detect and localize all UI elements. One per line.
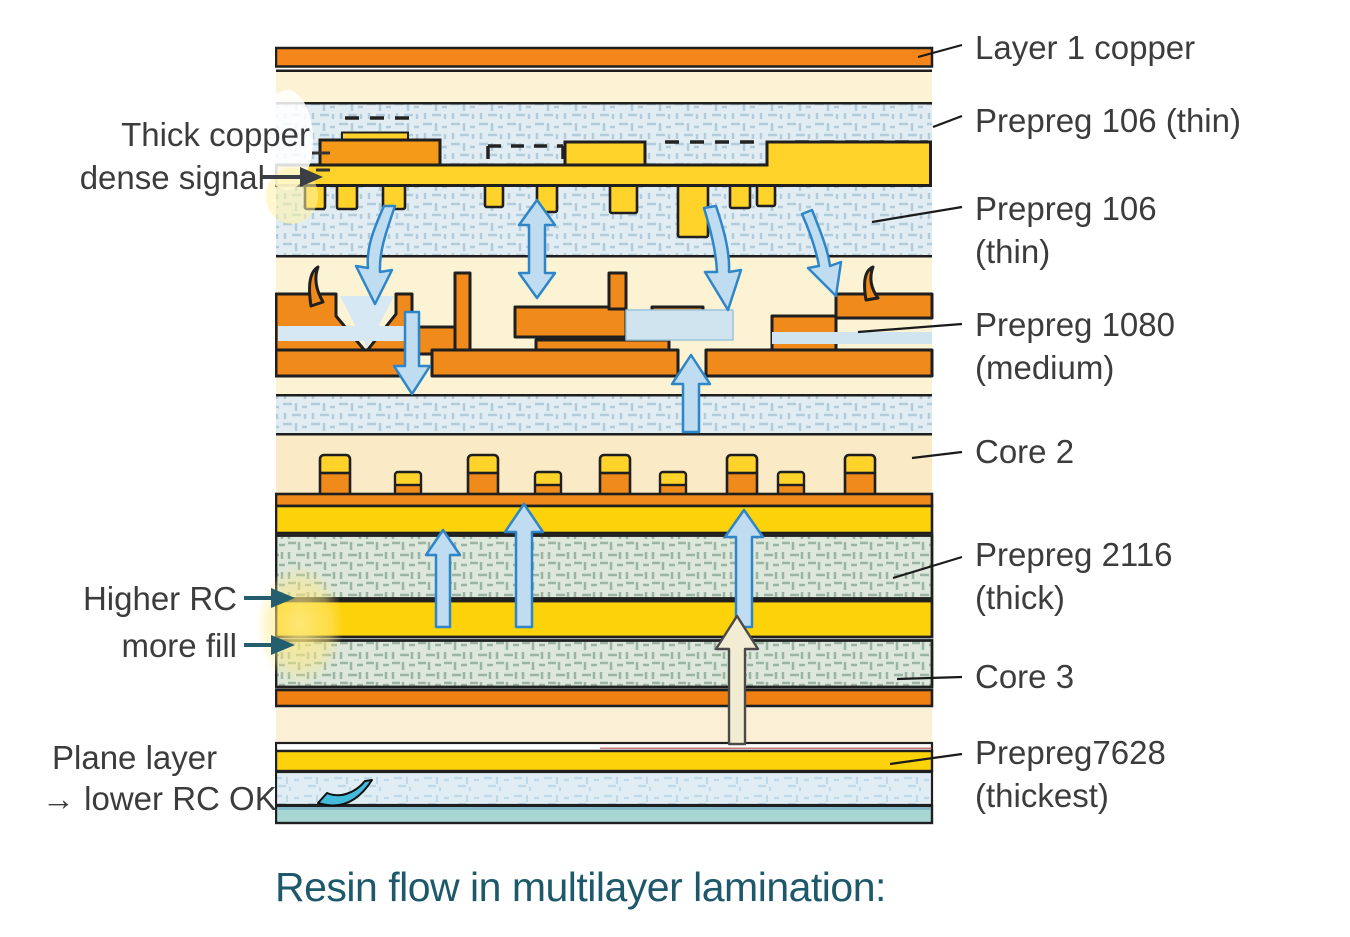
resin-flow-up-2116-mid-arrow [503, 502, 545, 629]
resin-flow-up-into-1080-arrow [670, 353, 712, 434]
label-core-2: Core 2 [975, 433, 1075, 470]
plane-layer-strip [275, 741, 934, 753]
prepreg106-upper-resin [276, 72, 932, 102]
label-higher-rc: Higher RC [82, 580, 237, 617]
resin-swoosh-plane-layer [317, 779, 373, 807]
core3-band [275, 639, 934, 689]
label-prepreg-106-first: Prepreg 106 (thin) [975, 102, 1241, 139]
resin-exchange-double-arrow [517, 198, 557, 300]
label-thick-copper: Thick copper [121, 116, 310, 153]
signal-copper-layer [275, 131, 932, 239]
resin-flow-down-right-arrow [800, 208, 843, 298]
label-plane-layer: Plane layer [52, 739, 218, 776]
core2-band [275, 435, 934, 535]
prepreg1080-trace-band [275, 265, 934, 378]
stackup-diagram [275, 46, 934, 825]
resin-rich-yellow-band [275, 599, 934, 639]
resin-flow-arrows [317, 198, 843, 807]
label-dense-signal: dense signal [79, 159, 265, 196]
label-prepreg-106-second: Prepreg 106 (thin) [975, 190, 1157, 270]
resin-flow-down-mid-arrow [702, 204, 743, 312]
label-prepreg-2116: Prepreg 2116 (thick) [975, 536, 1173, 616]
resin-flow-down-left-arrow [354, 204, 397, 306]
prepreg1080-glass-band [276, 396, 932, 433]
label-layer1-copper: Layer 1 copper [975, 29, 1196, 66]
label-more-fill: more fill [121, 627, 237, 664]
label-lower-rc-ok: → lower RC OK [42, 780, 277, 817]
core3-copper [275, 688, 934, 708]
label-core-3: Core 3 [975, 658, 1075, 695]
resin-flow-down-into-core-arrow [392, 310, 432, 396]
resin-flow-up-through-core3-arrow [714, 614, 760, 746]
resin-flow-up-2116-small-arrow [424, 528, 462, 629]
label-prepreg-1080: Prepreg 1080 (medium) [975, 306, 1175, 386]
diagram-title: Resin flow in multilayer lamination: [275, 864, 886, 910]
prepreg2116-band [275, 534, 934, 600]
label-prepreg-7628: Prepreg7628 (thickest) [975, 734, 1166, 814]
prepreg7628-band [275, 749, 934, 825]
